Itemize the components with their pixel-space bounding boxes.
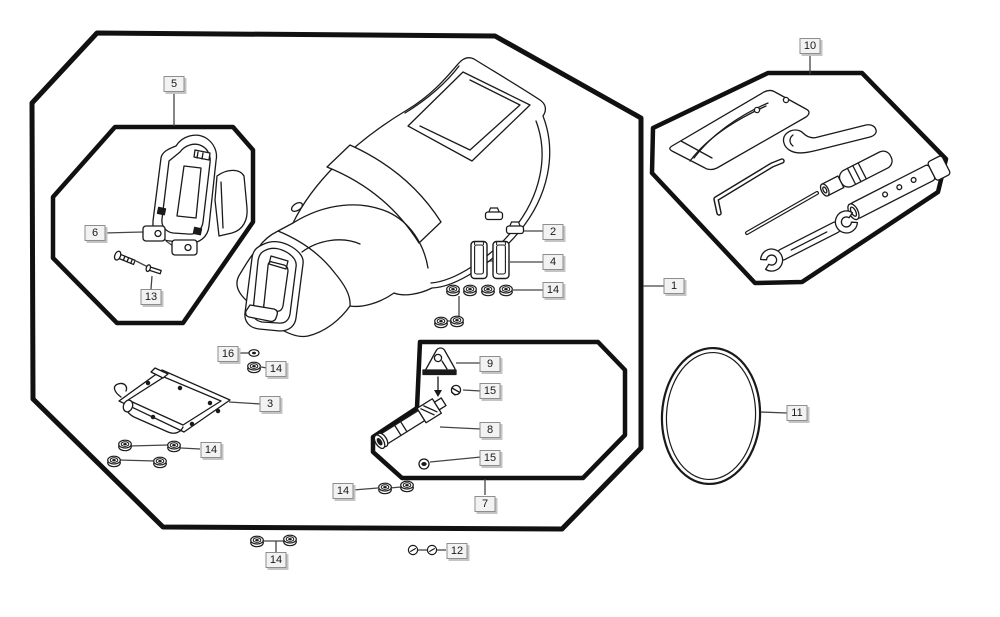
- part-label-10[interactable]: 10: [799, 38, 821, 54]
- main-group-outline: [29, 30, 644, 532]
- part-label-16[interactable]: 16: [217, 346, 239, 362]
- part-label-6[interactable]: 6: [84, 225, 106, 241]
- nut-cluster-illustration: [107, 439, 181, 469]
- part-label-15-2[interactable]: 15: [479, 450, 501, 466]
- part-label-4[interactable]: 4: [542, 254, 564, 270]
- part-label-14-4[interactable]: 14: [332, 483, 354, 499]
- lock-group-outline: [370, 339, 628, 481]
- part-label-14-1[interactable]: 14: [265, 361, 287, 377]
- part-label-8[interactable]: 8: [479, 422, 501, 438]
- part-label-3[interactable]: 3: [259, 396, 281, 412]
- seal-ring-illustration: [660, 346, 762, 486]
- mounting-plate-illustration: [113, 367, 231, 434]
- screw-illustration: [418, 384, 462, 470]
- toolkit-group-outline: [649, 70, 949, 286]
- part-label-15-1[interactable]: 15: [479, 383, 501, 399]
- part-label-2[interactable]: 2: [542, 224, 564, 240]
- part-label-14-2[interactable]: 14: [200, 442, 222, 458]
- nut-row-illustration: [434, 284, 513, 329]
- lock-barrel-illustration: [373, 397, 447, 450]
- part-label-7[interactable]: 7: [474, 496, 496, 512]
- backrest-group-outline: [50, 124, 256, 326]
- part-label-12[interactable]: 12: [446, 543, 468, 559]
- clip-plates-illustration: [142, 225, 198, 256]
- part-label-1[interactable]: 1: [663, 278, 685, 294]
- lock-bracket-illustration: [422, 347, 457, 397]
- backrest-illustration: [152, 134, 248, 244]
- leader-lines: [103, 55, 811, 552]
- part-label-11[interactable]: 11: [786, 405, 808, 421]
- part-label-9[interactable]: 9: [479, 356, 501, 372]
- part-label-5[interactable]: 5: [163, 76, 185, 92]
- part-label-13[interactable]: 13: [140, 289, 162, 305]
- washer-illustration: [247, 349, 261, 374]
- tool-kit-illustration: [669, 89, 951, 272]
- part-label-14-3[interactable]: 14: [542, 282, 564, 298]
- screw-set-illustration: [113, 250, 162, 275]
- part-label-14-5[interactable]: 14: [265, 552, 287, 568]
